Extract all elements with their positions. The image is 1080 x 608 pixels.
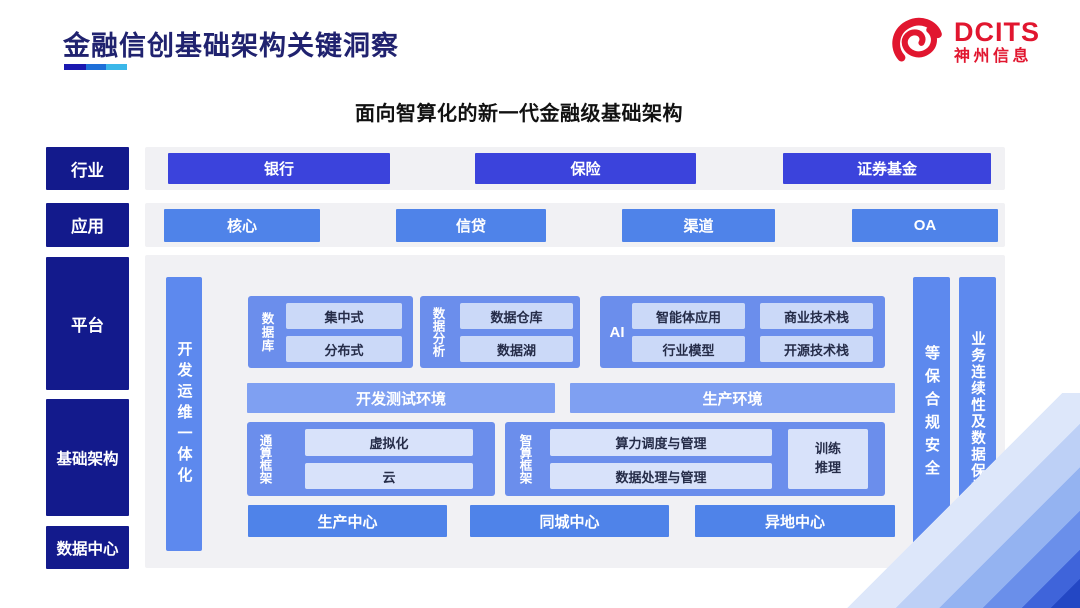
node-cloud: 云: [305, 463, 473, 489]
dcits-logo: DCITS 神州信息: [890, 16, 1040, 68]
node-data-processing: 数据处理与管理: [550, 463, 772, 489]
node-samecity-center: 同城中心: [470, 505, 669, 537]
rail-label-platform: 平台: [46, 257, 129, 390]
node-bank: 银行: [168, 153, 390, 184]
node-production-center: 生产中心: [248, 505, 447, 537]
dcits-swirl-icon: [892, 17, 942, 62]
node-commercial-stack: 商业技术栈: [760, 303, 873, 329]
rail-label-application: 应用: [46, 203, 129, 247]
ai-compute-label: 智算框架: [517, 434, 532, 484]
devops-bar-label: 开发运维一体化: [175, 340, 193, 488]
node-opensource-stack: 开源技术栈: [760, 336, 873, 362]
node-data-lake: 数据湖: [460, 336, 573, 362]
underline-segment: [106, 64, 127, 70]
node-distributed: 分布式: [286, 336, 402, 362]
ai-compute-block: 智算框架 算力调度与管理 数据处理与管理 训练 推理: [505, 422, 885, 496]
rail-label-datacenter: 数据中心: [46, 526, 129, 569]
node-oa: OA: [852, 209, 998, 242]
node-training-inference: 训练 推理: [788, 429, 868, 489]
node-channel: 渠道: [622, 209, 775, 242]
rail-label-industry: 行业: [46, 147, 129, 190]
node-remote-center: 异地中心: [695, 505, 895, 537]
title-underline: [64, 64, 127, 70]
underline-segment: [86, 64, 106, 70]
node-centralized: 集中式: [286, 303, 402, 329]
analytics-block-label: 数据分析: [430, 307, 445, 357]
node-data-warehouse: 数据仓库: [460, 303, 573, 329]
node-compute-scheduling: 算力调度与管理: [550, 429, 772, 456]
node-production-environment: 生产环境: [570, 383, 895, 413]
node-industry-models: 行业模型: [632, 336, 745, 362]
devops-bar: 开发运维一体化: [166, 277, 202, 551]
general-compute-block: 通算框架 虚拟化 云: [247, 422, 495, 496]
node-insurance: 保险: [475, 153, 696, 184]
rail-label-infrastructure: 基础架构: [46, 399, 129, 516]
ai-block-label: AI: [609, 323, 625, 341]
node-virtualization: 虚拟化: [305, 429, 473, 456]
ai-block: AI 智能体应用 商业技术栈 行业模型 开源技术栈: [600, 296, 885, 368]
general-compute-label: 通算框架: [257, 434, 272, 484]
database-block: 数据库 集中式 分布式: [248, 296, 413, 368]
node-devtest-environment: 开发测试环境: [247, 383, 555, 413]
node-core: 核心: [164, 209, 320, 242]
node-credit: 信贷: [396, 209, 546, 242]
page-title: 金融信创基础架构关键洞察: [63, 31, 399, 61]
database-block-label: 数据库: [259, 311, 274, 353]
business-continuity-label: 业务连续性及数据保护: [969, 331, 985, 496]
diagram-title: 面向智算化的新一代金融级基础架构: [355, 103, 683, 125]
security-compliance-bar: 等保合规安全: [913, 277, 950, 550]
business-continuity-bar: 业务连续性及数据保护: [959, 277, 996, 550]
logo-company-text: 神州信息: [954, 47, 1033, 65]
logo-brand-text: DCITS: [954, 17, 1040, 48]
security-compliance-label: 等保合规安全: [923, 344, 940, 483]
underline-segment: [64, 64, 86, 70]
node-securities-funds: 证券基金: [783, 153, 991, 184]
analytics-block: 数据分析 数据仓库 数据湖: [420, 296, 580, 368]
node-agent-apps: 智能体应用: [632, 303, 745, 329]
